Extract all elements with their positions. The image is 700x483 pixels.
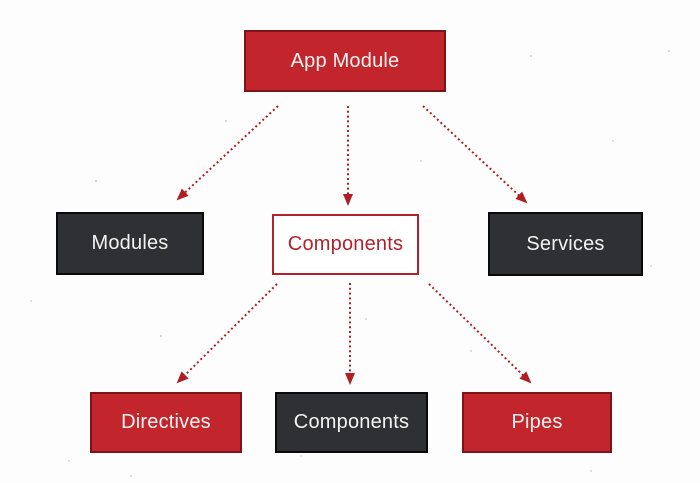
background-noise bbox=[0, 0, 2, 2]
diagram-node-services: Services bbox=[488, 212, 643, 276]
node-label-services: Services bbox=[526, 232, 605, 255]
diagram-node-directives: Directives bbox=[90, 392, 242, 453]
arrow-app-module-to-modules bbox=[176, 105, 279, 201]
diagram-node-modules: Modules bbox=[56, 212, 204, 275]
node-label-pipes: Pipes bbox=[511, 411, 563, 433]
arrow-components-mid-to-directives bbox=[176, 283, 278, 384]
diagram-node-components-bottom: Components bbox=[275, 392, 428, 453]
node-label-app-module: App Module bbox=[290, 49, 400, 72]
arrow-app-module-to-services bbox=[422, 105, 528, 204]
diagram-node-app-module: App Module bbox=[244, 30, 446, 92]
arrow-components-mid-to-pipes bbox=[428, 283, 532, 384]
diagram-node-pipes: Pipes bbox=[462, 392, 612, 453]
node-label-components-mid: Components bbox=[287, 233, 404, 255]
diagram-node-components-mid: Components bbox=[272, 214, 419, 275]
node-label-modules: Modules bbox=[91, 232, 169, 254]
node-label-directives: Directives bbox=[121, 411, 211, 433]
node-label-components-bottom: Components bbox=[293, 411, 410, 433]
